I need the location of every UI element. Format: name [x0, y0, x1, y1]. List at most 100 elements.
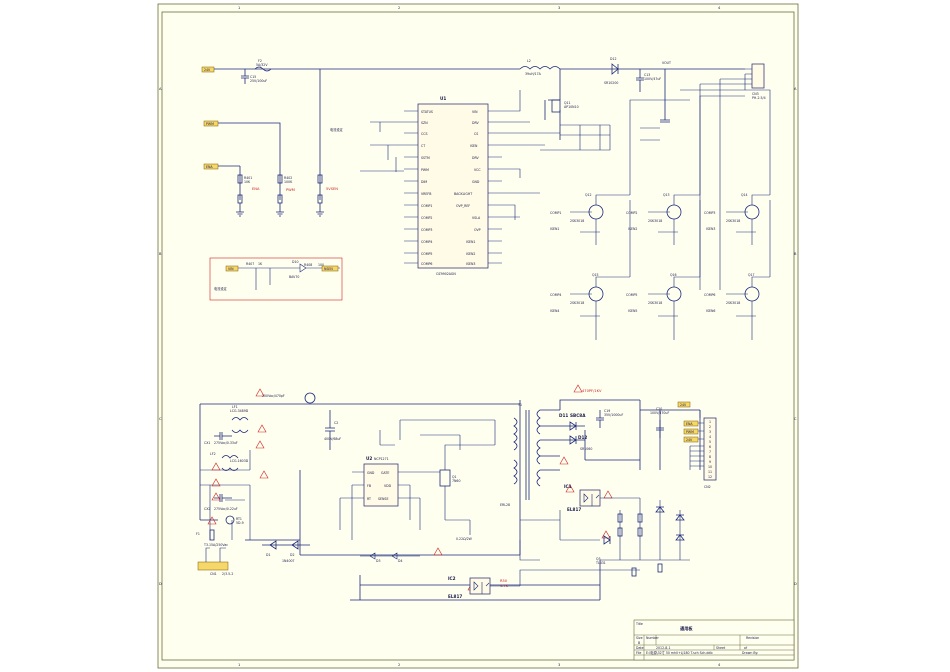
d12-value: SR1060: [580, 447, 592, 451]
transformer-core: [525, 410, 530, 500]
row-marker: C: [159, 417, 162, 421]
lf1-value: LCG-3489D: [230, 409, 249, 413]
shunt-ref: Q3: [596, 557, 601, 561]
channel-isen: ISEN1: [550, 227, 559, 231]
transformer-primary: [513, 417, 518, 485]
mains-fuse-value: T3.15A/250Vac: [203, 543, 228, 547]
net-flag-pwm-out-label: PWM: [686, 430, 694, 434]
fuse-value: 5A/32V: [256, 63, 268, 67]
channel-q16: Q16 COMP5 ISEN5 2SK3018: [626, 273, 700, 317]
net-flag-24v-conn: [683, 436, 699, 443]
main-transformer: T1 ERL28: [500, 403, 541, 507]
pwm-wire: [218, 122, 281, 127]
ic-pin-label: ISEN2: [466, 252, 475, 256]
power-supply-section: LF1 LCG-3489D LF2 LCG-1603D CX1 275Vac/0…: [196, 384, 717, 601]
channel-net: COMP3: [704, 211, 715, 215]
mains-fuse: [209, 529, 215, 541]
number-label: Number: [646, 636, 659, 640]
ic-right-stubs: [488, 110, 502, 264]
channel-q17: Q17 COMP6 ISEN6 2SK3018: [704, 273, 770, 317]
boost-inductor-ref: L2: [527, 59, 531, 63]
warning-icon: [573, 384, 583, 393]
warning-icon: [559, 456, 569, 465]
ic-pin-label: CCS: [421, 132, 427, 136]
setting-box-title: 电流设定: [214, 286, 228, 291]
pwm-pin: GATE: [381, 471, 389, 475]
out-cap-c20-value: 100V/470uF: [650, 411, 669, 415]
opto-ic1: [579, 489, 601, 507]
column-marker: 1: [238, 663, 240, 667]
channel-net: COMP5: [626, 293, 637, 297]
output-connector-wires: [689, 410, 704, 470]
channel-net: COMP1: [550, 211, 561, 215]
row-marker: B: [794, 252, 797, 256]
feedback-r50: R50: [500, 579, 508, 583]
cap-ref: C15: [250, 75, 256, 79]
sense-note: 0.22Ω/2W: [456, 537, 473, 541]
net-flag-24v-label: 24V: [204, 68, 211, 72]
shunt-part: TL431: [595, 561, 606, 565]
input-varistor: [304, 392, 316, 404]
lf2-value: LCG-1603D: [230, 459, 249, 463]
resistor: [237, 174, 243, 184]
ground-symbol: [276, 203, 284, 217]
boost-diode: [611, 63, 619, 75]
primary-bus-wires: [199, 400, 521, 556]
connector-pin: 11: [708, 470, 712, 474]
warning-icon: [259, 470, 269, 479]
resistor-ref: R401: [244, 176, 252, 180]
date-label: Date: [636, 646, 644, 650]
setting-d: D10: [292, 260, 299, 264]
net-flag-ena-out-label: ENA: [686, 422, 693, 426]
net-flag-pwm: [203, 120, 219, 127]
ic-pin-label: CS: [474, 132, 478, 136]
ic-pin-label: DRV: [472, 121, 479, 125]
fuse-ref: F2: [258, 59, 262, 63]
column-marker: 1: [238, 6, 240, 10]
bridge-d3: D3: [376, 559, 380, 563]
setting-r1-value: 1K: [258, 262, 263, 266]
sheet-of: of: [744, 646, 748, 650]
ic-pin-label: VSLA: [472, 216, 481, 220]
vout-net-label: VOUT: [662, 61, 671, 65]
size-label: Size: [636, 636, 643, 640]
bridge-rectifier: [262, 540, 310, 550]
column-marker: 2: [398, 6, 400, 10]
output-caps: [596, 410, 664, 438]
out-cap-c19-value: 35V/1000uF: [604, 413, 623, 417]
ic-pin-label: COMP2: [421, 216, 432, 220]
ic-pin-label: OVP_REF: [456, 204, 470, 208]
channel-ref: Q15: [592, 273, 599, 277]
snubber-value: 250Vac/470pF: [262, 394, 285, 398]
out-cap-c19: C19: [604, 409, 610, 413]
ic-pin-label: VREFB: [421, 192, 431, 196]
feedback-resistor: [617, 527, 623, 537]
channel-isen: ISEN4: [550, 309, 559, 313]
controller-ic-ref: U1: [440, 96, 446, 101]
ac-input-connector: [197, 561, 229, 571]
channel-isen: ISEN5: [628, 309, 637, 313]
ac-input-part: 2/3.5-2: [222, 572, 233, 576]
sheet-label: Sheet: [716, 646, 726, 650]
emi-wiring: [200, 450, 251, 540]
warning-icon: [211, 478, 221, 487]
output-diode-d11: [569, 421, 577, 431]
net-flag-nsen-label: NSEN: [324, 267, 333, 271]
output-connector-pins: 1 2 3 4 5 6 7 8 9 10 11 12: [708, 420, 712, 479]
output-connector: [703, 417, 717, 481]
channel-part: 2SK3018: [726, 301, 740, 305]
zener-diodes: [655, 506, 685, 541]
opto-ic2-ref: IC2: [448, 576, 456, 581]
channel-q13: Q13 COMP2 ISEN2 2SK3018: [626, 193, 700, 233]
channel-ref: Q14: [741, 193, 748, 197]
channel-q15: Q15 COMP4 ISEN4 2SK3018: [550, 273, 630, 317]
feedback-resistor: [637, 513, 643, 523]
pwm-pin: SENSE: [378, 497, 388, 501]
connector-pin: 6: [709, 445, 711, 449]
ic-pin-label: PWM: [421, 168, 429, 172]
channel-part: 2SK3018: [726, 219, 740, 223]
line-filter-lf1: [231, 417, 249, 433]
ic-pin-label: DRV: [472, 156, 479, 160]
ic-pin-label: SZN: [421, 121, 428, 125]
output-cap-ref: C13: [644, 73, 650, 77]
